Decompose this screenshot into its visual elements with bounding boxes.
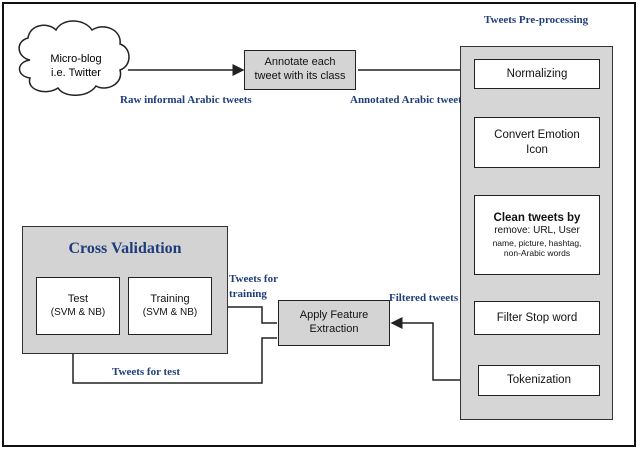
preprocessing-title: Tweets Pre-processing xyxy=(484,14,589,26)
twitter-source: Micro-blog i.e. Twitter xyxy=(30,52,122,81)
test-box: Test (SVM & NB) xyxy=(36,277,120,335)
training-label-line-2: training xyxy=(229,287,267,300)
training-label-line-1: Tweets for xyxy=(229,273,278,285)
label-tweets-for-training: Tweets for training xyxy=(229,272,278,302)
normalizing-box: Normalizing xyxy=(474,59,600,89)
label-tweets-for-test: Tweets for test xyxy=(112,366,181,378)
label-annotated-tweets: Annotated Arabic tweets xyxy=(350,94,467,106)
clean-line-2: remove: URL, User xyxy=(494,225,580,237)
annotate-line-1: Annotate each xyxy=(264,56,336,69)
cloud-shape xyxy=(18,20,130,96)
label-filtered-tweets: Filtered tweets xyxy=(389,292,459,304)
filter-stop-box: Filter Stop word xyxy=(474,301,600,335)
normalizing-label: Normalizing xyxy=(506,67,568,80)
label-raw-tweets: Raw informal Arabic tweets xyxy=(120,94,252,106)
diagram-frame xyxy=(2,2,636,447)
clean-line-3: name, picture, hashtag, xyxy=(492,237,582,248)
feature-line-2: Extraction xyxy=(309,323,359,335)
test-line-2: (SVM & NB) xyxy=(50,306,106,318)
convert-emotion-box: Convert Emotion Icon xyxy=(474,117,600,168)
tokenization-label: Tokenization xyxy=(507,374,571,387)
annotate-box: Annotate each tweet with its class xyxy=(244,50,356,90)
training-box: Training (SVM & NB) xyxy=(128,277,212,335)
test-line-1: Test xyxy=(67,292,89,305)
training-line-2: (SVM & NB) xyxy=(142,306,198,318)
filter-stop-label: Filter Stop word xyxy=(496,311,578,324)
arrow-feature-to-test xyxy=(67,335,277,384)
convert-line-2: Icon xyxy=(526,143,548,156)
convert-line-1: Convert Emotion xyxy=(494,129,580,142)
clean-line-4: non-Arabic words xyxy=(503,248,571,259)
arrow-feature-to-training xyxy=(215,301,277,324)
source-line-1: Micro-blog xyxy=(50,53,102,65)
clean-line-1: Clean tweets by xyxy=(493,211,581,224)
cross-validation-title: Cross Validation xyxy=(68,240,182,257)
clean-tweets-box: Clean tweets by remove: URL, User name, … xyxy=(474,195,600,275)
arrow-tokenization-to-feature xyxy=(390,317,477,381)
source-line-2: i.e. Twitter xyxy=(51,67,101,80)
annotate-line-2: tweet with its class xyxy=(254,70,346,82)
tokenization-box: Tokenization xyxy=(478,365,600,396)
feature-extraction-box: Apply Feature Extraction xyxy=(278,300,390,346)
training-line-1: Training xyxy=(150,292,190,305)
feature-line-1: Apply Feature xyxy=(299,309,369,322)
